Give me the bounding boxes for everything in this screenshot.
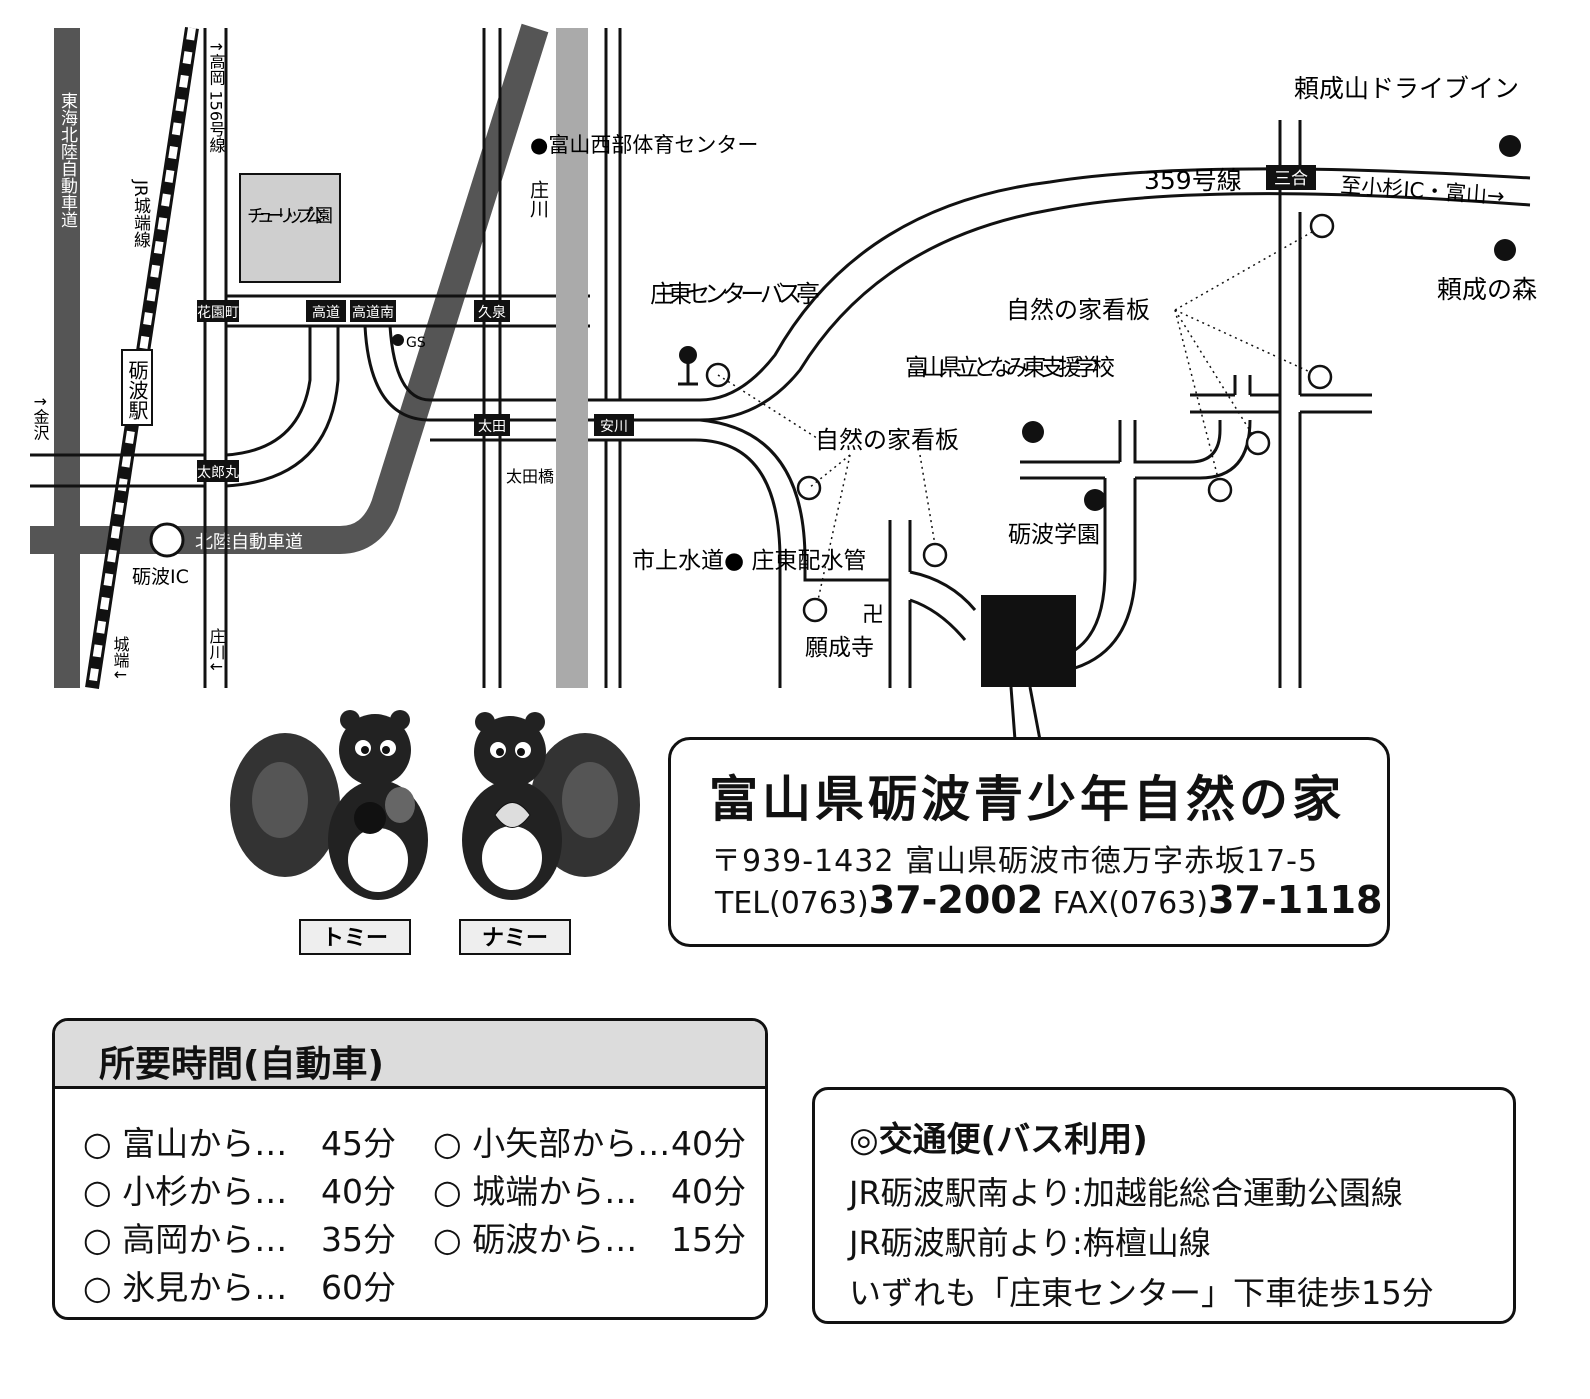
bus-line: JR砺波駅南より:加越能総合運動公園線 <box>849 1174 1403 1212</box>
manji-icon: 卍 <box>862 603 884 628</box>
travel-time-row: ○ 氷見から…60分 <box>83 1268 396 1307</box>
travel-time-row: ○ 城端から…40分 <box>433 1172 746 1211</box>
travel-time-row: ○ 小矢部から…40分 <box>433 1124 746 1163</box>
bus-line: いずれも「庄東センター」下車徒歩15分 <box>849 1274 1434 1312</box>
svg-text:久泉: 久泉 <box>478 304 506 321</box>
fax-number: 37-1118 <box>1208 878 1383 922</box>
water-pipe-label: 市上水道● 庄東配水管 <box>632 548 866 574</box>
support-school-marker <box>1022 421 1044 443</box>
shokawa-down-label: 庄川↓ <box>207 628 226 673</box>
intersection-takamichi: 高道 <box>306 300 346 322</box>
kanazawa-label: ↑金沢 <box>31 395 50 440</box>
access-map: 東海北陸自動車道 北陸自動車道 砺波IC JR城端線 砺波駅 ↑高岡 156号線… <box>30 23 1537 955</box>
svg-text:太田: 太田 <box>478 419 506 435</box>
drivein-marker <box>1499 135 1521 157</box>
sign-marker-7 <box>1245 430 1271 456</box>
svg-text:高道南: 高道南 <box>352 304 394 321</box>
destination-name: 富山県砺波青少年自然の家 <box>709 771 1346 828</box>
to-koshugi-label: 至小杉IC・富山→ <box>1340 173 1506 208</box>
svg-text:花園町: 花園町 <box>197 305 239 321</box>
tonami-ic-label: 砺波IC <box>132 566 189 588</box>
raijousan-drivein-label: 頼成山ドライブイン <box>1294 74 1519 103</box>
shokawa-river <box>556 28 588 688</box>
fax-prefix: FAX(0763) <box>1052 886 1209 921</box>
bus-access-panel: ◎交通便(バス利用) JR砺波駅南より:加越能総合運動公園線 JR砺波駅前より:… <box>812 1087 1516 1324</box>
tokai-hokuriku-expressway <box>54 28 80 688</box>
ganjoji-label: 願成寺 <box>805 635 874 661</box>
travel-time-row: ○ 小杉から…40分 <box>83 1172 396 1211</box>
tonami-ic-marker <box>149 522 185 558</box>
sign-marker-3 <box>922 542 948 568</box>
route156-label: ↑高岡 156号線 <box>207 40 226 153</box>
forest-marker <box>1494 239 1516 261</box>
sign-marker-5 <box>1309 213 1335 239</box>
tonami-gakuen-marker <box>1084 489 1106 511</box>
shoto-bus-stop-label: 庄東センター バス亭 <box>650 280 820 308</box>
travel-time-row: ○ 砺波から…15分 <box>433 1220 746 1259</box>
travel-time-row: ○ 高岡から…35分 <box>83 1220 396 1259</box>
svg-text:トミー: トミー <box>322 926 388 951</box>
destination-callout: 富山県砺波青少年自然の家 〒939-1432 富山県砺波市徳万字赤坂17-5 T… <box>668 737 1390 947</box>
tokai-expressway-label: 東海北陸自動車道 <box>57 92 78 228</box>
hokuriku-expressway-label: 北陸自動車道 <box>195 532 303 553</box>
route359-label: 359号線 <box>1144 166 1242 195</box>
tel-prefix: TEL(0763) <box>715 886 869 921</box>
bus-line: JR砺波駅前より:栴檀山線 <box>849 1224 1211 1262</box>
tulip-park <box>239 173 341 283</box>
tonami-station-label: 砺波駅 <box>125 360 149 421</box>
sign-marker-6 <box>1307 364 1333 390</box>
mascot-ribbon-nami: ナミー <box>459 919 571 955</box>
tonami-station <box>121 349 153 426</box>
svg-text:三合: 三合 <box>1274 169 1308 189</box>
mascot-nami <box>462 712 640 900</box>
svg-text:ナミー: ナミー <box>482 926 548 951</box>
raijou-forest-label: 頼成の森 <box>1437 275 1537 304</box>
svg-text:太郎丸: 太郎丸 <box>197 465 239 481</box>
hokuriku-expressway <box>30 23 549 554</box>
destination-marker <box>981 595 1076 687</box>
sign-right-label: 自然の家看板 <box>1006 296 1150 324</box>
sign-marker-2 <box>796 475 822 501</box>
support-school-label: 富山県立となみ東 支援学校 <box>905 355 1115 381</box>
svg-text:安川: 安川 <box>600 419 628 435</box>
toyama-west-gym-label: ●富山西部体育センター <box>530 133 758 157</box>
intersection-takamichiminami: 高道南 <box>350 300 396 322</box>
otabashi-label: 太田橋 <box>506 467 554 486</box>
johana-down-label: 城端↓ <box>111 636 130 681</box>
mascot-ribbon-tommy: トミー <box>299 919 411 955</box>
intersection-ota: 太田 <box>474 414 510 436</box>
sign-marker-4 <box>802 597 828 623</box>
intersection-yasukawa: 安川 <box>594 414 634 436</box>
tulip-park-label: チューリップ公園 <box>247 206 333 227</box>
jr-line-label: JR城端線 <box>130 179 151 248</box>
travel-time-title: 所要時間(自動車) <box>55 1021 765 1089</box>
bus-title: ◎交通便(バス利用) <box>849 1120 1148 1160</box>
intersection-hanazonocho: 花園町 <box>197 300 239 322</box>
shokawa-river-label: 庄川 <box>527 180 549 218</box>
jr-johana-line <box>88 27 196 689</box>
travel-time-panel: 所要時間(自動車) ○ 富山から…45分 ○ 小杉から…40分 ○ 高岡から…3… <box>52 1018 768 1320</box>
tonami-gakuen-label: 砺波学園 <box>1008 522 1100 548</box>
svg-text:高道: 高道 <box>312 304 340 321</box>
gs-label: GS <box>406 335 426 351</box>
tel-number: 37-2002 <box>868 878 1044 922</box>
mascot-tommy <box>230 710 428 900</box>
intersection-otamaru: 太郎丸 <box>197 460 239 482</box>
intersection-kusumi: 久泉 <box>474 300 510 322</box>
gs-marker <box>392 334 404 346</box>
intersection-sango: 三合 <box>1266 165 1316 190</box>
sign-marker-8 <box>1207 477 1233 503</box>
travel-time-row: ○ 富山から…45分 <box>83 1124 396 1163</box>
destination-phone-fax: TEL(0763)37-2002 FAX(0763)37-1118 <box>715 878 1382 922</box>
sign-center-label: 自然の家看板 <box>815 426 959 454</box>
destination-address: 〒939-1432 富山県砺波市徳万字赤坂17-5 <box>711 844 1319 879</box>
